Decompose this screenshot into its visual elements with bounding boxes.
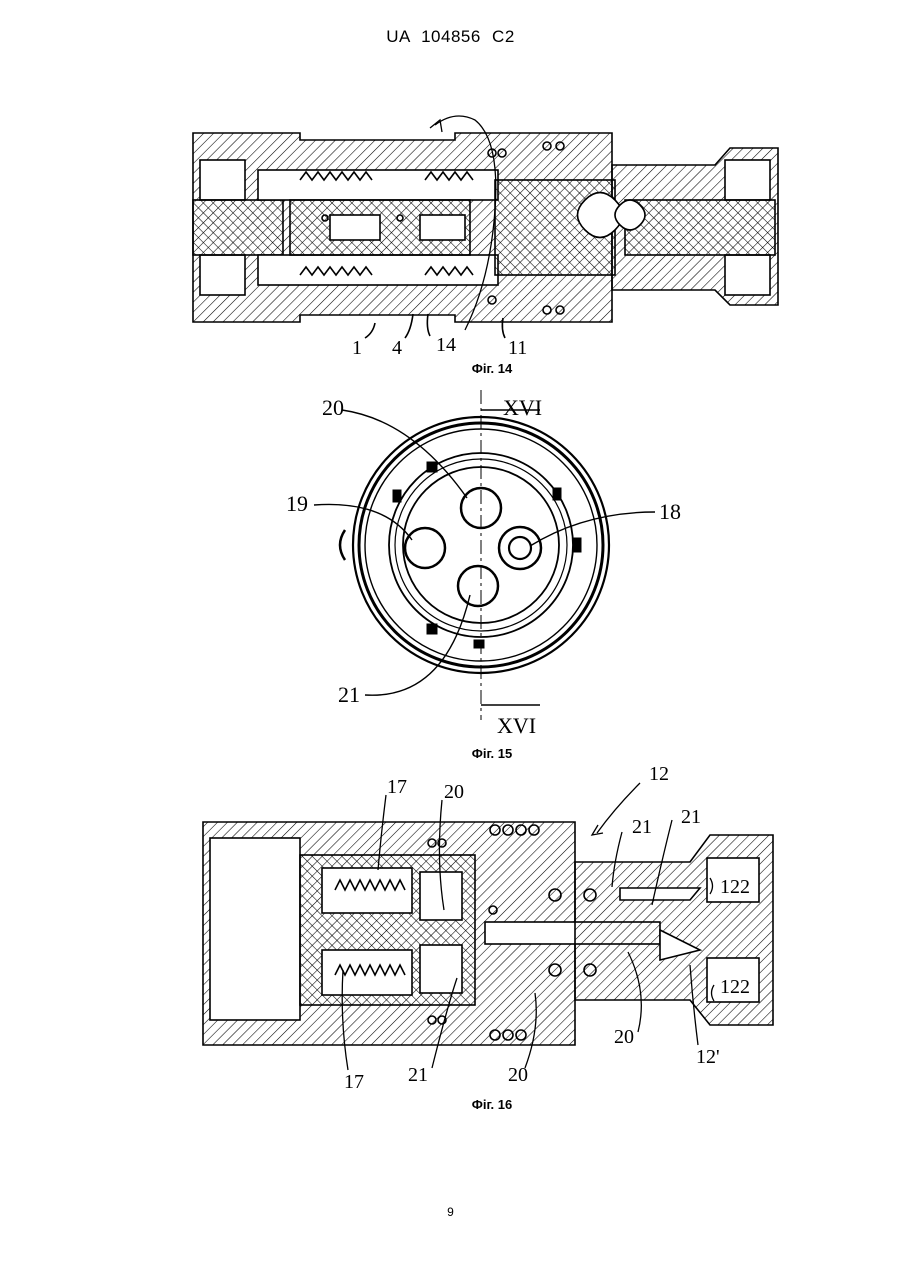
patent-header: UA 104856 C2 xyxy=(0,27,901,47)
label-11: 11 xyxy=(508,337,527,359)
label-1: 1 xyxy=(352,337,362,359)
label-19: 19 xyxy=(286,491,308,516)
figure-15-caption: Фіг. 15 xyxy=(432,746,552,761)
label-17-top: 17 xyxy=(387,776,407,798)
label-21-a: 21 xyxy=(632,816,652,838)
label-17-bottom: 17 xyxy=(344,1071,364,1093)
label-21: 21 xyxy=(338,682,360,707)
label-20-top: 20 xyxy=(444,781,464,803)
label-20-bottom: 20 xyxy=(508,1064,528,1086)
label-12-prime: 12' xyxy=(696,1046,720,1068)
figure-16-caption: Фіг. 16 xyxy=(432,1097,552,1112)
label-20-right: 20 xyxy=(614,1026,634,1048)
figure-14-caption: Фіг. 14 xyxy=(432,361,552,376)
label-12: 12 xyxy=(649,763,669,785)
label-18: 18 xyxy=(659,499,681,524)
label-xvi-bottom: XVI xyxy=(497,713,536,738)
figure-16-drawing: 17 20 12 21 21 122 122 17 21 20 20 12' xyxy=(0,765,901,1095)
label-14: 14 xyxy=(436,334,456,356)
label-20: 20 xyxy=(322,395,344,420)
label-4: 4 xyxy=(392,337,402,359)
label-122-top: 122 xyxy=(720,876,750,898)
label-122-bottom: 122 xyxy=(720,976,750,998)
figure-14-drawing: 1 4 14 11 xyxy=(0,100,901,365)
figure-15-drawing: 20 XVI 19 18 21 XVI xyxy=(0,380,901,740)
label-21-b: 21 xyxy=(681,806,701,828)
page-number: 9 xyxy=(0,1205,901,1219)
label-xvi-top: XVI xyxy=(503,395,542,420)
label-21-bottom: 21 xyxy=(408,1064,428,1086)
